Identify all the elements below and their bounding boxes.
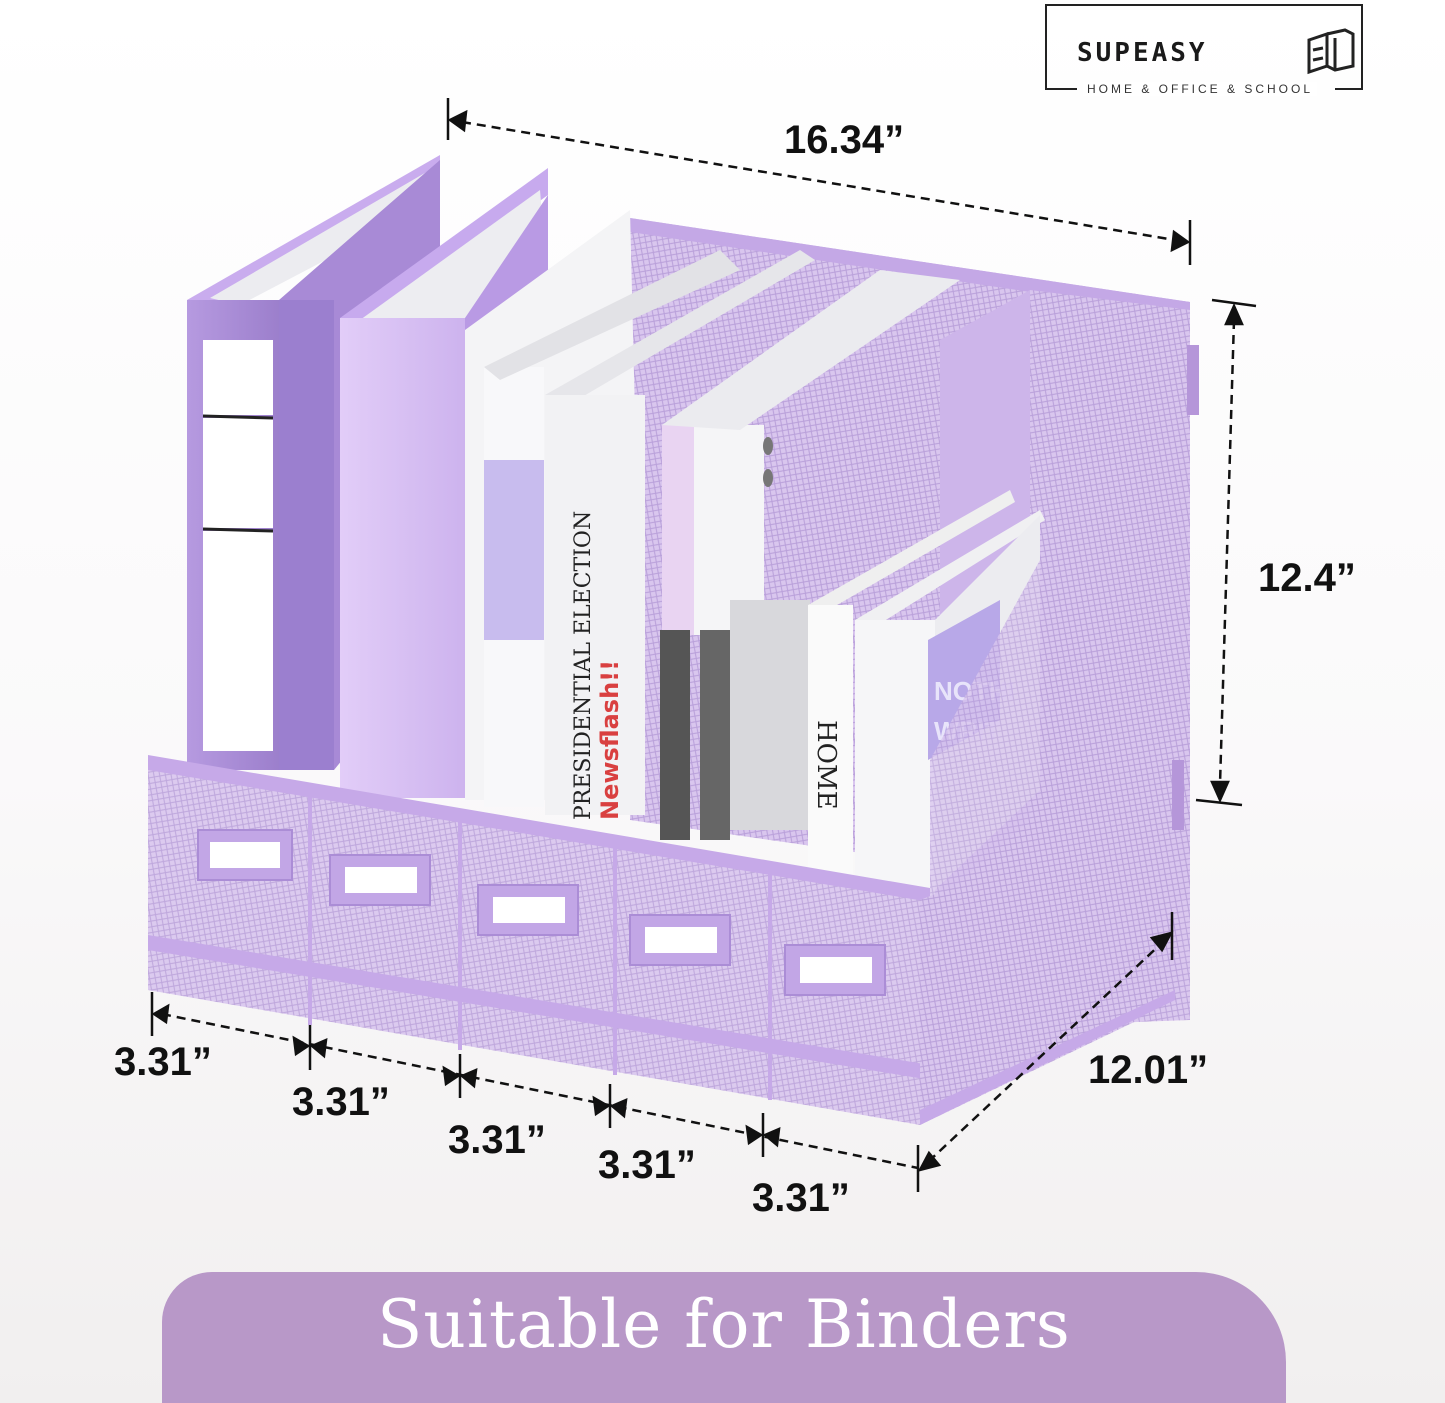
compartment-width-label-1: 3.31” xyxy=(114,1040,212,1084)
compartment-width-label-4: 3.31” xyxy=(598,1143,696,1187)
svg-text:Newsflash!!: Newsflash!! xyxy=(596,660,624,820)
depth-dimension-label: 12.01” xyxy=(1088,1048,1209,1092)
width-dimension-label: 16.34” xyxy=(784,118,905,162)
compartment-width-label-2: 3.31” xyxy=(292,1080,390,1124)
brand-tagline: HOME & OFFICE & SCHOOL xyxy=(1083,82,1318,96)
feature-banner: Suitable for Binders xyxy=(162,1272,1286,1403)
height-dimension-label: 12.4” xyxy=(1258,556,1356,600)
banner-text: Suitable for Binders xyxy=(377,1286,1071,1363)
svg-text:HOME: HOME xyxy=(811,720,841,810)
brand-cube-icon xyxy=(1307,28,1355,75)
compartment-width-label-3: 3.31” xyxy=(448,1118,546,1162)
compartment-width-label-5: 3.31” xyxy=(752,1176,850,1220)
svg-text:PRESIDENTIAL ELECTION: PRESIDENTIAL ELECTION xyxy=(571,511,596,820)
brand-name: SUPEASY xyxy=(1077,38,1208,68)
brand-logo: SUPEASY HOME & OFFICE & SCHOOL xyxy=(1045,4,1381,96)
